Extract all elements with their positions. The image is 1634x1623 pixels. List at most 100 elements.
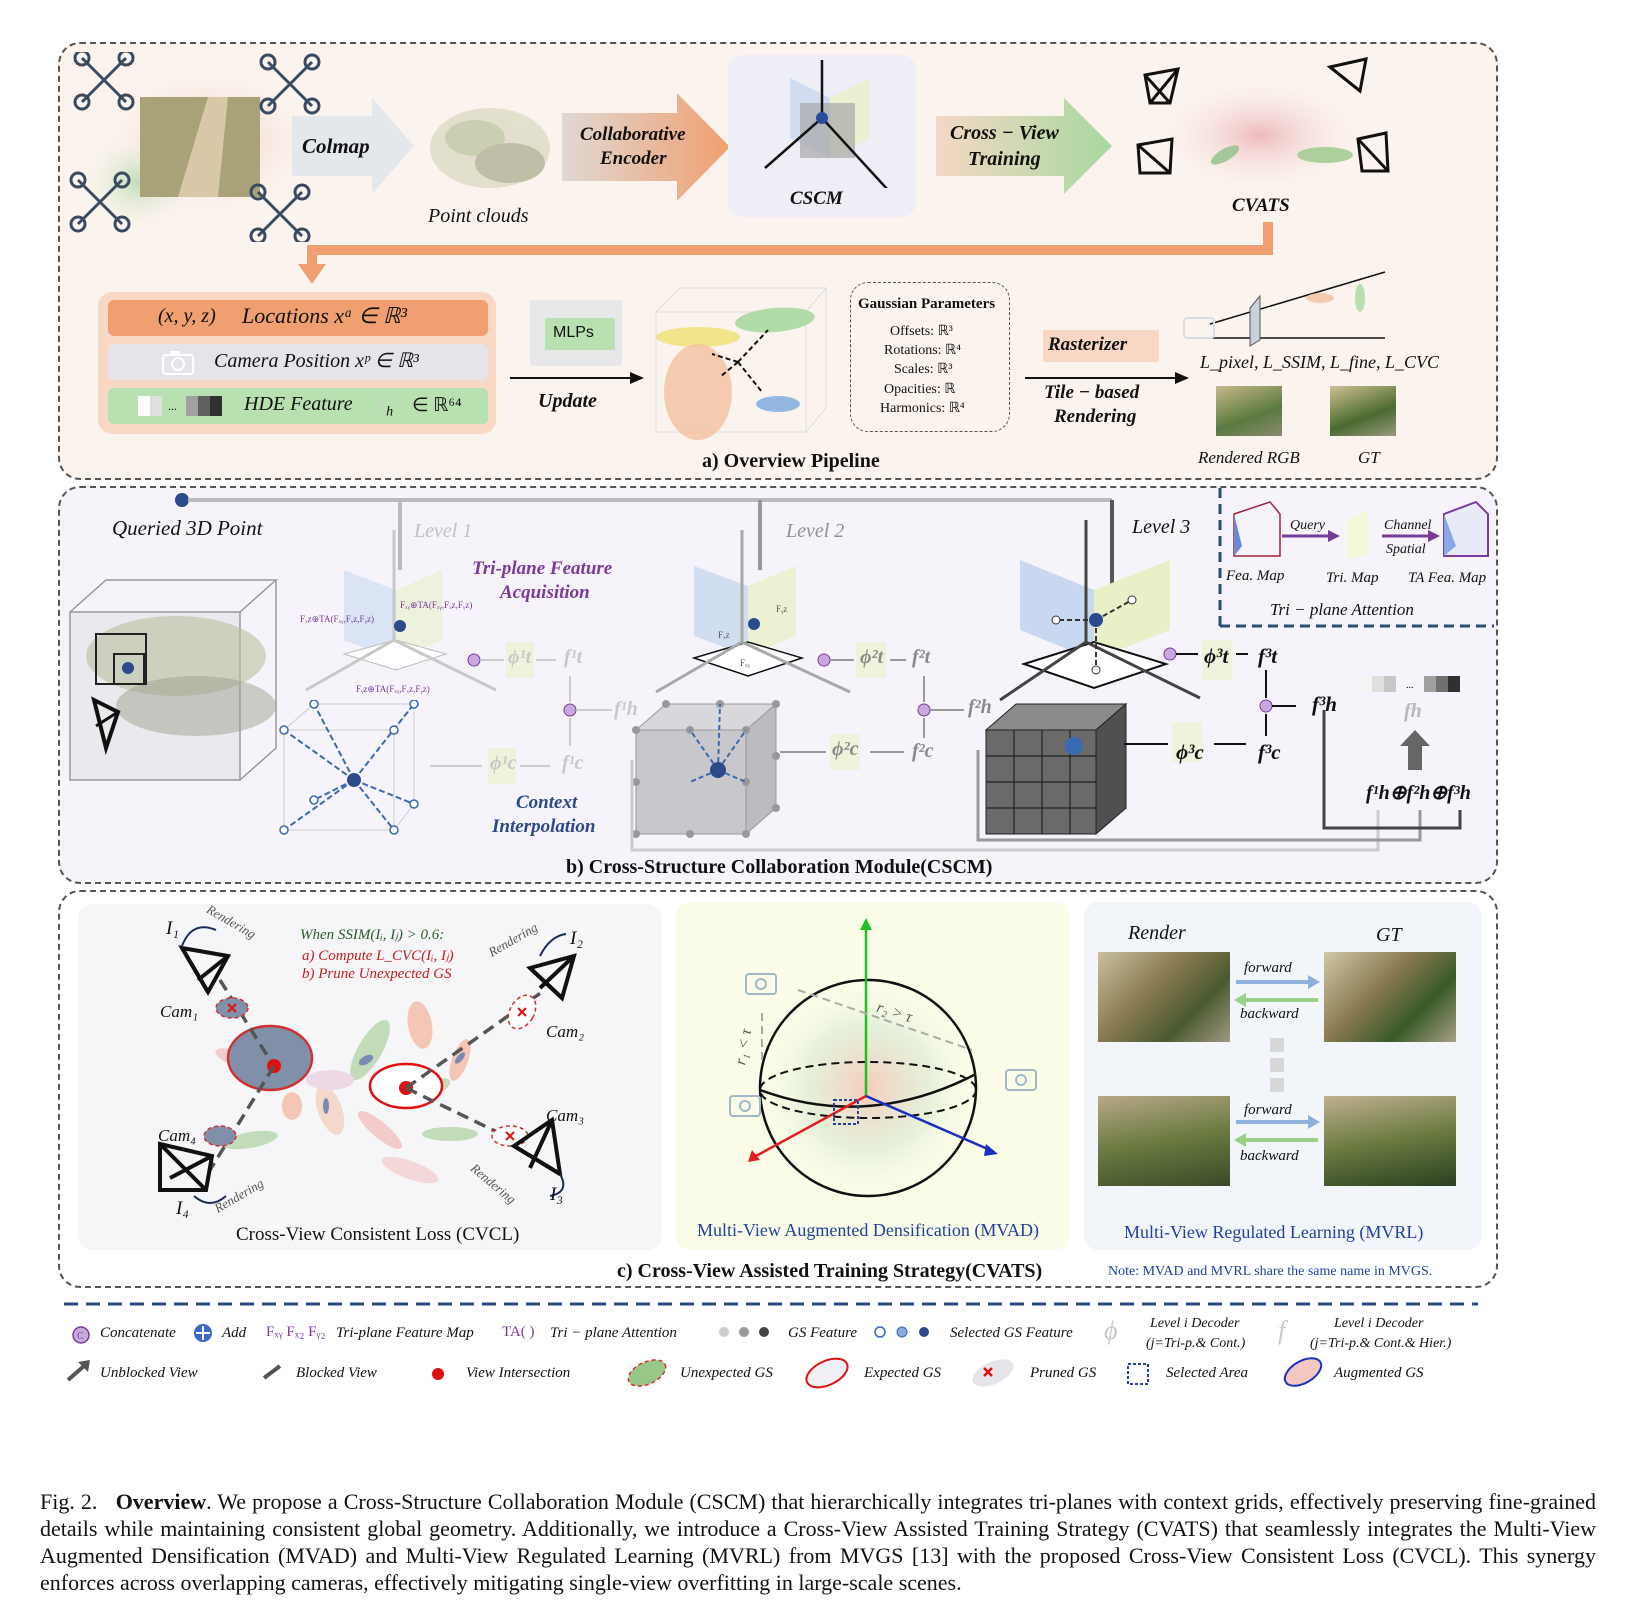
legend-gs-feature: GS Feature bbox=[788, 1325, 858, 1341]
locations-row bbox=[108, 300, 488, 336]
level3-context-grid bbox=[984, 702, 1128, 836]
svg-text:Fₓᵧ: Fₓᵧ bbox=[740, 658, 751, 669]
fea-map-label: Fea. Map bbox=[1226, 568, 1285, 584]
hde-gradient-icon: ... bbox=[138, 396, 222, 416]
legend-selected-gs-feature: Selected GS Feature bbox=[950, 1325, 1073, 1341]
mvad-illustration bbox=[729, 918, 1037, 1198]
fh-output: fh bbox=[1404, 700, 1422, 722]
collab-encoder-label-2: Encoder bbox=[600, 148, 667, 169]
tri-map-label: Tri. Map bbox=[1326, 570, 1379, 586]
pruned-gs-icon bbox=[972, 1359, 1014, 1387]
f-h2: f²h bbox=[968, 696, 992, 718]
tri-plane-attention-label: Tri − plane Attention bbox=[1270, 600, 1414, 619]
rasterizer-label: Rasterizer bbox=[1048, 334, 1128, 355]
gaussian-parameters-title: Gaussian Parameters bbox=[858, 296, 996, 312]
panel-c-title: c) Cross-View Assisted Training Strategy… bbox=[617, 1260, 1043, 1282]
phi-c3: ϕ³c bbox=[1176, 740, 1204, 764]
gt-label-c: GT bbox=[1376, 924, 1402, 946]
queried-point-label: Queried 3D Point bbox=[112, 516, 263, 540]
svg-text:Fᵧz⊕TA(Fₓᵧ,Fₓz,Fᵧz): Fᵧz⊕TA(Fₓᵧ,Fₓz,Fᵧz) bbox=[356, 684, 430, 695]
query-label: Query bbox=[1290, 518, 1325, 533]
ssim-condition: When SSIM(Iᵢ, Iⱼ) > 0.6: bbox=[300, 927, 445, 943]
update-label: Update bbox=[538, 390, 597, 412]
svg-text:Fₓᵧ⊕TA(Fₓᵧ,Fₓz,Fᵧz): Fₓᵧ⊕TA(Fₓᵧ,Fₓz,Fᵧz) bbox=[400, 600, 472, 611]
prune-gs: b) Prune Unexpected GS bbox=[302, 966, 452, 982]
compute-cvc: a) Compute L_CVC(Iᵢ, Iⱼ) bbox=[302, 948, 454, 964]
blocked-view-icon bbox=[262, 1364, 282, 1380]
gp-item-1: Rotations: ℝ⁴ bbox=[884, 343, 962, 358]
cscm-label: CSCM bbox=[790, 188, 843, 209]
cvcl-illustration bbox=[158, 926, 577, 1204]
legend-level-decoder-2: Level i Decoder bbox=[1334, 1316, 1424, 1331]
legend-expected-gs: Expected GS bbox=[864, 1365, 942, 1381]
spatial-label: Spatial bbox=[1386, 542, 1426, 557]
fh-up-arrow bbox=[1400, 730, 1430, 770]
phi-symbol-icon: ϕ bbox=[1104, 1316, 1118, 1345]
gt-image-1 bbox=[1324, 952, 1456, 1042]
legend-level-decoder-2b: (j=Tri-p.& Cont.& Hier.) bbox=[1310, 1336, 1452, 1351]
tri-plane-attention-illustration bbox=[1233, 500, 1489, 560]
selected-area-icon bbox=[1127, 1363, 1149, 1385]
query-routing-lines bbox=[175, 493, 1120, 602]
render-image-1 bbox=[1098, 952, 1230, 1042]
point-clouds-label: Point clouds bbox=[428, 205, 529, 227]
tile-based-label-2: Rendering bbox=[1054, 406, 1137, 427]
i3-label: I₃ bbox=[550, 1184, 563, 1205]
context-interpolation-label-2: Interpolation bbox=[492, 816, 596, 837]
svg-text:Fₓz: Fₓz bbox=[718, 630, 730, 640]
camera-position-label: Camera Position xᵖ ∈ ℝ³ bbox=[214, 350, 419, 372]
phi-t3: ϕ³t bbox=[1204, 644, 1229, 668]
cross-view-training-arrow bbox=[936, 98, 1112, 194]
legend-level-decoder-1: Level i Decoder bbox=[1150, 1316, 1240, 1331]
i1-label: I₁ bbox=[166, 918, 179, 939]
f-h1: f¹h bbox=[614, 698, 638, 720]
rendering-arrow bbox=[1025, 372, 1189, 384]
cvcl-title: Cross-View Consistent Loss (CVCL) bbox=[236, 1224, 520, 1245]
hde-feature-dim: ∈ ℝ⁶⁴ bbox=[412, 395, 462, 416]
render-image-2 bbox=[1098, 1096, 1230, 1186]
legend-pruned-gs: Pruned GS bbox=[1030, 1365, 1097, 1381]
collaborative-encoder-arrow bbox=[562, 93, 730, 201]
point-cloud-image bbox=[430, 108, 550, 188]
context-interpolation-label-1: Context bbox=[516, 792, 578, 813]
cam3-label: Cam₃ bbox=[546, 1106, 585, 1125]
gaussian-cube-illustration bbox=[655, 287, 828, 440]
ta-fea-map-label: TA Fea. Map bbox=[1408, 570, 1487, 586]
cam1-label: Cam₁ bbox=[160, 1002, 199, 1021]
level1-ops bbox=[430, 642, 612, 784]
rendered-rgb-image bbox=[1216, 386, 1282, 436]
forward-label-2: forward bbox=[1244, 1102, 1292, 1118]
f-c3: f³c bbox=[1258, 740, 1281, 764]
i2-label: I₂ bbox=[570, 928, 583, 949]
svg-text:C: C bbox=[77, 1331, 84, 1342]
render-frustum-illustration bbox=[1183, 271, 1386, 347]
panel-c-note: Note: MVAD and MVRL share the same name … bbox=[1108, 1264, 1433, 1279]
legend-fxy: Fₓᵧ Fₓ₂ Fᵧ₂ bbox=[266, 1324, 326, 1340]
level3-ops bbox=[1124, 640, 1296, 762]
gt-label: GT bbox=[1358, 448, 1380, 467]
cvats-cameras-illustration bbox=[1136, 57, 1390, 195]
svg-text:Fₓz⊕TA(Fₓᵧ,Fₓz,Fᵧz): Fₓz⊕TA(Fₓᵧ,Fₓz,Fᵧz) bbox=[300, 614, 374, 625]
figure-caption: Fig. 2. Overview. We propose a Cross-Str… bbox=[40, 1488, 1596, 1596]
level1-label: Level 1 bbox=[414, 520, 473, 542]
tri-plane-attention-divider bbox=[1218, 488, 1494, 628]
view-intersection-icon bbox=[432, 1368, 444, 1380]
cvcl-card bbox=[78, 904, 662, 1250]
svg-text:...: ... bbox=[168, 399, 177, 413]
backward-label-1: backward bbox=[1240, 1006, 1299, 1022]
caption-fig-number: Fig. 2. bbox=[40, 1489, 98, 1514]
i4-label: I₄ bbox=[176, 1198, 189, 1219]
gs-feature-icon bbox=[719, 1327, 769, 1337]
triplane-acquisition-label-1: Tri-plane Feature bbox=[472, 558, 613, 579]
triplane-acquisition-label-2: Acquisition bbox=[500, 582, 590, 603]
scene-cube-illustration bbox=[69, 579, 278, 781]
gt-image-2 bbox=[1324, 1096, 1456, 1186]
locations-prefix: (x, y, z) bbox=[158, 305, 216, 327]
legend-divider bbox=[64, 1302, 1478, 1306]
gp-item-4: Harmonics: ℝ⁴ bbox=[880, 401, 965, 416]
colmap-arrow bbox=[292, 98, 414, 194]
selected-gs-feature-icon bbox=[874, 1326, 929, 1338]
fh-output-gradient: ... bbox=[1360, 676, 1460, 692]
level2-label: Level 2 bbox=[786, 520, 845, 542]
